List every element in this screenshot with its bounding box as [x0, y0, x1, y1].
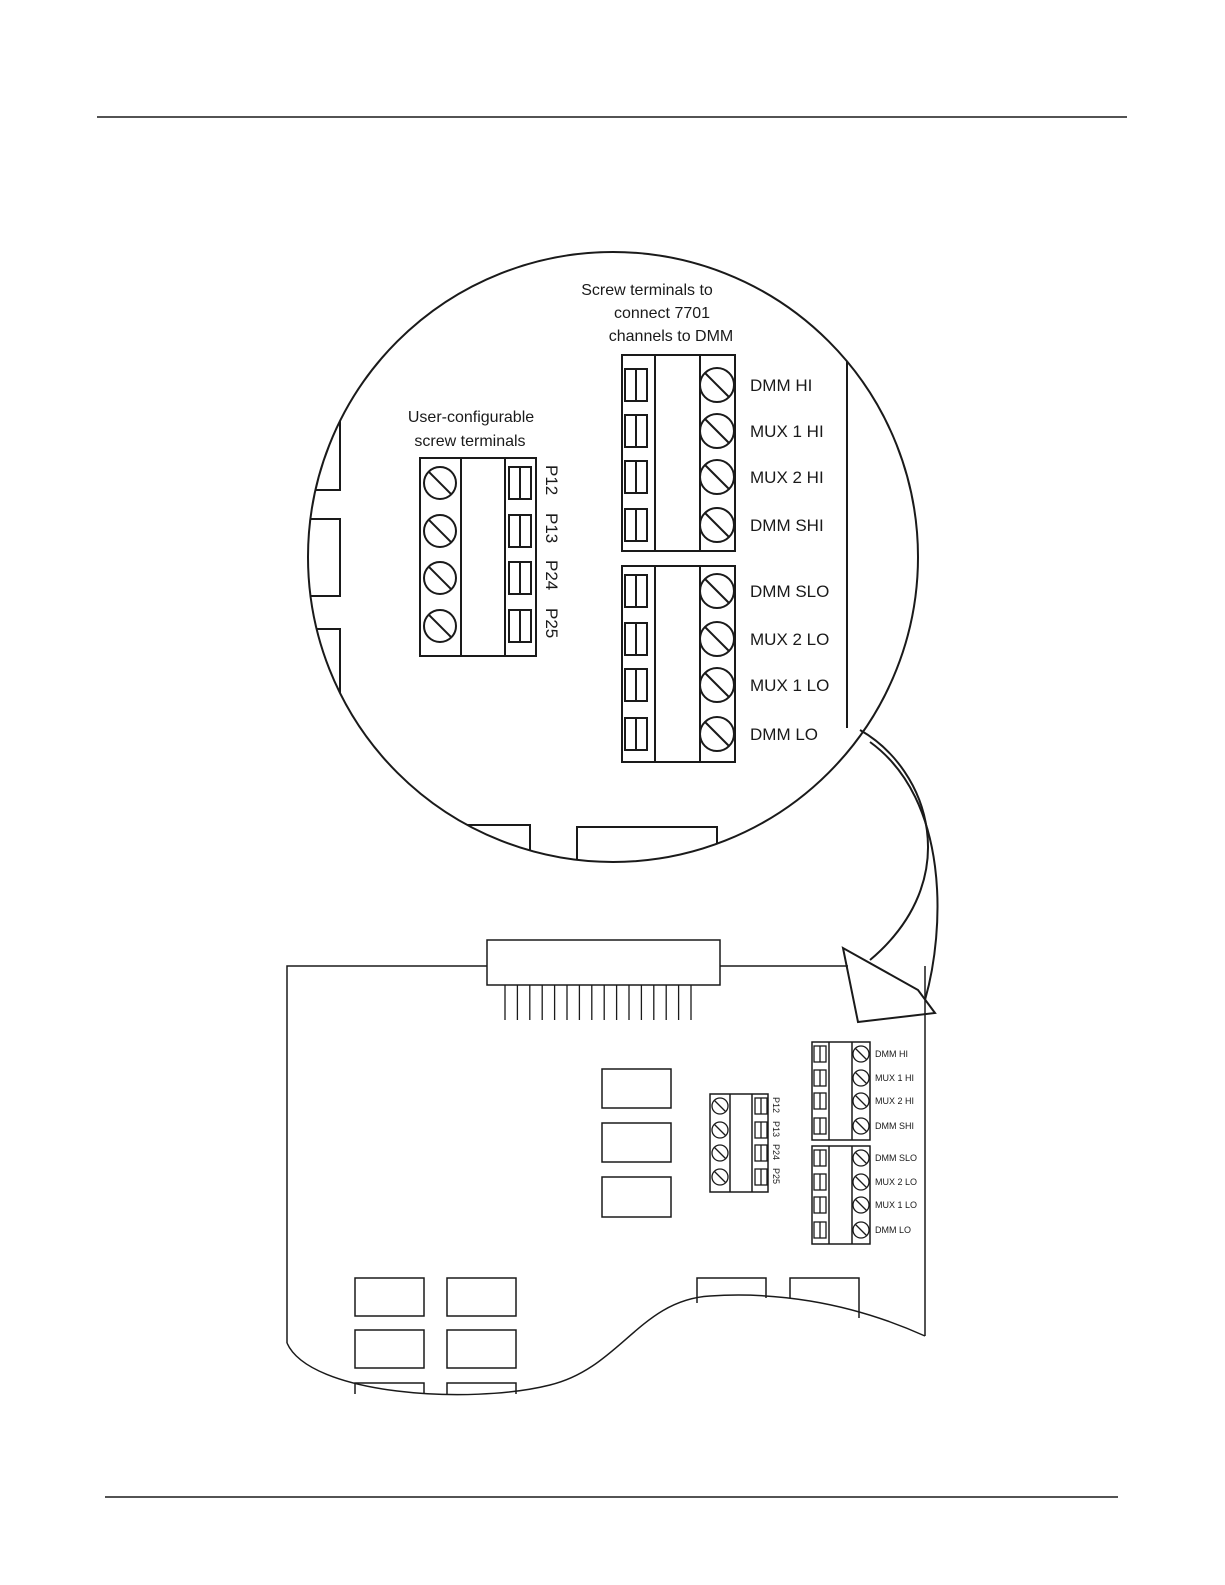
screw-icon — [424, 467, 456, 499]
circuit-board — [287, 940, 925, 1395]
screw-icon — [700, 368, 734, 402]
plug-icon — [625, 623, 647, 655]
dmm-terminal-label-zoom: MUX 1 HI — [750, 422, 824, 441]
dmm-terminals-callout-line2: connect 7701 — [614, 305, 710, 322]
screw-icon — [853, 1222, 869, 1238]
plug-icon — [625, 461, 647, 493]
screw-icon — [700, 668, 734, 702]
user-terminals-callout-line2: screw terminals — [414, 433, 525, 450]
plug-icon — [814, 1118, 826, 1134]
screw-icon — [424, 610, 456, 642]
plug-icon — [509, 610, 531, 642]
dmm-terminal-label-zoom: MUX 2 HI — [750, 468, 824, 487]
screw-icon — [712, 1145, 728, 1161]
dmm-terminal-label-zoom: DMM SHI — [750, 516, 824, 535]
dmm-terminal-label-board: MUX 2 LO — [875, 1177, 917, 1187]
dmm-terminals-callout-line3: channels to DMM — [609, 328, 734, 345]
screw-icon — [853, 1150, 869, 1166]
screw-icon — [853, 1070, 869, 1086]
user-terminal-label-board: P13 — [771, 1121, 781, 1137]
screw-icon — [424, 562, 456, 594]
dmm-terminal-label-board: MUX 2 HI — [875, 1096, 914, 1106]
plug-icon — [814, 1197, 826, 1213]
dmm-terminal-label-board: MUX 1 HI — [875, 1073, 914, 1083]
user-terminal-label-board: P24 — [771, 1144, 781, 1160]
screw-icon — [853, 1046, 869, 1062]
screw-icon — [700, 414, 734, 448]
dmm-terminal-label-zoom: MUX 2 LO — [750, 630, 829, 649]
plug-icon — [625, 509, 647, 541]
dmm-terminal-label-zoom: MUX 1 LO — [750, 676, 829, 695]
screw-icon — [853, 1197, 869, 1213]
user-terminal-label-zoom: P13 — [542, 513, 561, 543]
plug-icon — [509, 562, 531, 594]
user-terminal-label-zoom: P25 — [542, 608, 561, 638]
plug-icon — [814, 1222, 826, 1238]
screw-icon — [712, 1122, 728, 1138]
plug-icon — [625, 575, 647, 607]
plug-icon — [755, 1145, 767, 1161]
plug-icon — [814, 1093, 826, 1109]
plug-icon — [814, 1174, 826, 1190]
plug-icon — [625, 669, 647, 701]
screw-icon — [853, 1174, 869, 1190]
dmm-terminal-label-zoom: DMM LO — [750, 725, 818, 744]
plug-icon — [755, 1098, 767, 1114]
user-terminal-label-board: P25 — [771, 1168, 781, 1184]
screw-icon — [700, 717, 734, 751]
plug-icon — [509, 515, 531, 547]
plug-icon — [625, 369, 647, 401]
screw-icon — [712, 1169, 728, 1185]
dmm-terminal-label-board: DMM LO — [875, 1225, 911, 1235]
plug-icon — [509, 467, 531, 499]
screw-icon — [424, 515, 456, 547]
plug-icon — [755, 1122, 767, 1138]
plug-icon — [814, 1150, 826, 1166]
screw-icon — [853, 1118, 869, 1134]
dmm-terminal-label-board: DMM SHI — [875, 1121, 914, 1131]
dmm-terminal-label-board: DMM SLO — [875, 1153, 917, 1163]
plug-icon — [755, 1169, 767, 1185]
screw-icon — [853, 1093, 869, 1109]
screw-icon — [712, 1098, 728, 1114]
screw-icon — [700, 622, 734, 656]
screw-icon — [700, 460, 734, 494]
zoom-arrow — [843, 730, 938, 1022]
user-terminals-callout-line1: User-configurable — [408, 409, 534, 426]
dmm-terminal-label-board: DMM HI — [875, 1049, 908, 1059]
plug-icon — [625, 718, 647, 750]
dmm-terminal-label-zoom: DMM HI — [750, 376, 812, 395]
user-terminal-label-board: P12 — [771, 1097, 781, 1113]
dmm-terminal-label-board: MUX 1 LO — [875, 1200, 917, 1210]
dmm-terminals-callout-line1: Screw terminals to — [581, 282, 713, 299]
user-terminal-label-zoom: P24 — [542, 560, 561, 590]
screw-icon — [700, 574, 734, 608]
plug-icon — [625, 415, 647, 447]
plug-icon — [814, 1046, 826, 1062]
dmm-terminal-label-zoom: DMM SLO — [750, 582, 829, 601]
user-terminal-label-zoom: P12 — [542, 465, 561, 495]
plug-icon — [814, 1070, 826, 1086]
screw-icon — [700, 508, 734, 542]
